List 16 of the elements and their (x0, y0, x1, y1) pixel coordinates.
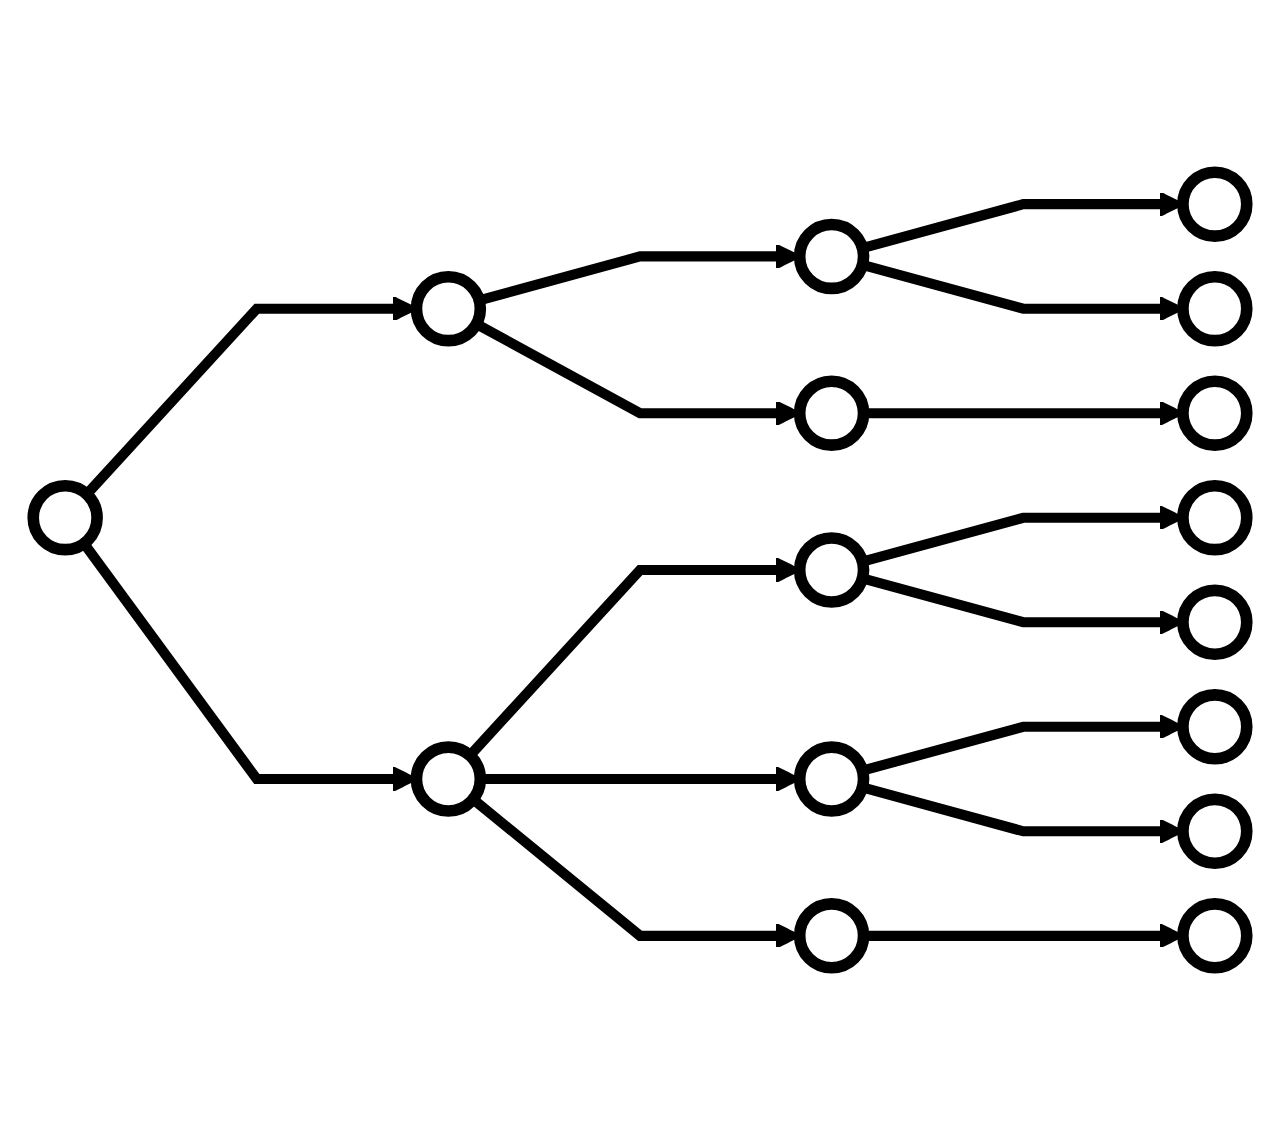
node-circle (1177, 480, 1253, 556)
node-circle (410, 741, 487, 817)
node-circle (27, 480, 103, 556)
node-circle (1177, 584, 1253, 660)
node-circle (793, 218, 870, 295)
node-circle (1177, 898, 1253, 974)
node-circle (793, 532, 870, 608)
node-circle (793, 375, 870, 451)
node-circle (793, 741, 870, 817)
node-circle (1177, 793, 1253, 870)
node-circle (793, 898, 870, 974)
node-circle (1177, 270, 1253, 347)
node-circle (410, 270, 487, 347)
node-circle (1177, 375, 1253, 451)
node-circle (1177, 166, 1253, 242)
node-circle (1177, 689, 1253, 765)
